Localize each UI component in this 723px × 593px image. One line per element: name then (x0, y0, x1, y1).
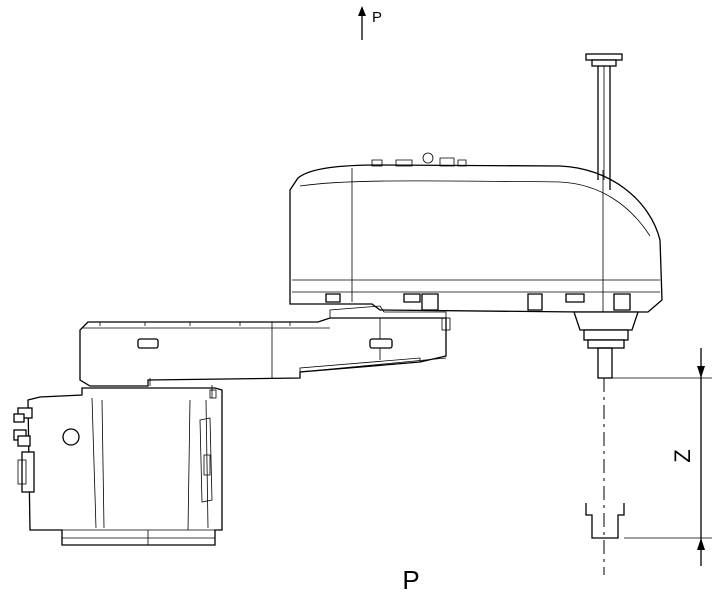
view-direction-arrow (358, 6, 366, 40)
ball-screw-spline (573, 53, 639, 575)
robot-arm-1 (79, 305, 451, 387)
z-stroke-dimension (612, 348, 712, 566)
view-arrow-label: P (372, 9, 382, 26)
view-title: P (402, 565, 419, 593)
robot-arm-2 (289, 152, 663, 313)
base-port-circle (62, 428, 80, 446)
robot-base (13, 385, 223, 546)
z-dimension-label: Z (670, 449, 695, 462)
